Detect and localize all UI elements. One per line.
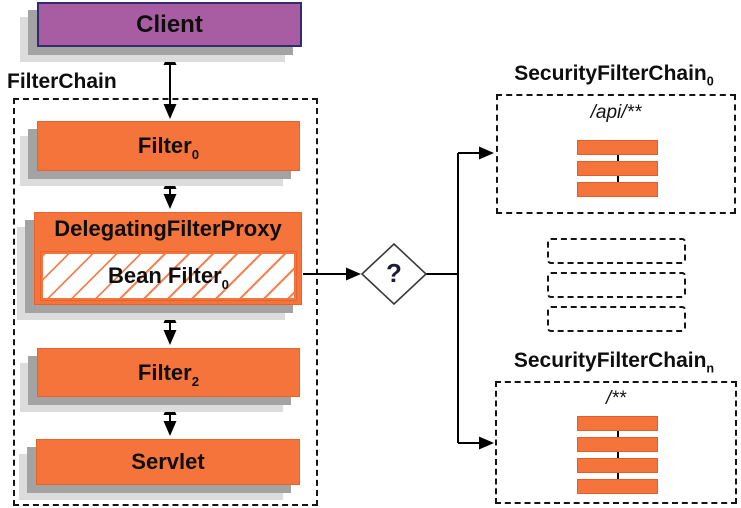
- securityfilterchain0-pattern: /api/**: [590, 102, 642, 123]
- filter-bar[interactable]: [577, 416, 658, 431]
- securityfilterchainn-title: SecurityFilterChainn: [513, 349, 715, 376]
- servlet-label: Servlet: [131, 449, 205, 474]
- placeholder-chain-box: [547, 238, 686, 264]
- placeholder-chain-box: [547, 306, 686, 332]
- decision-question-label: ?: [386, 258, 402, 288]
- filter-bar[interactable]: [577, 182, 658, 197]
- securityfilterchain0-filter-stack: [577, 140, 658, 197]
- filter2-box[interactable]: Filter2: [37, 348, 300, 397]
- securityfilterchain0-title: SecurityFilterChain0: [514, 62, 714, 89]
- securityfilterchainn-pattern: /**: [605, 388, 627, 409]
- filter-bar[interactable]: [577, 437, 658, 452]
- filterchain-label: FilterChain: [7, 70, 117, 93]
- filter-bar[interactable]: [577, 140, 658, 155]
- placeholder-chain-list: [547, 238, 686, 332]
- filter2-label: Filter2: [137, 359, 200, 389]
- securityfilterchainn-filter-stack: [577, 416, 658, 494]
- placeholder-chain-box: [547, 272, 686, 298]
- servlet-box[interactable]: Servlet: [36, 439, 300, 485]
- filter-bar[interactable]: [577, 161, 658, 176]
- bean-filter-box[interactable]: Bean Filter0: [40, 251, 297, 301]
- delegating-filter-proxy-label: DelegatingFilterProxy: [54, 216, 282, 241]
- filter-bar[interactable]: [577, 458, 658, 473]
- filter-bar[interactable]: [577, 479, 658, 494]
- bean-filter-label: Bean Filter0: [107, 263, 230, 292]
- filter0-box[interactable]: Filter0: [37, 121, 300, 171]
- client-box[interactable]: Client: [37, 2, 302, 47]
- client-label: Client: [136, 10, 203, 38]
- filter0-label: Filter0: [137, 133, 200, 162]
